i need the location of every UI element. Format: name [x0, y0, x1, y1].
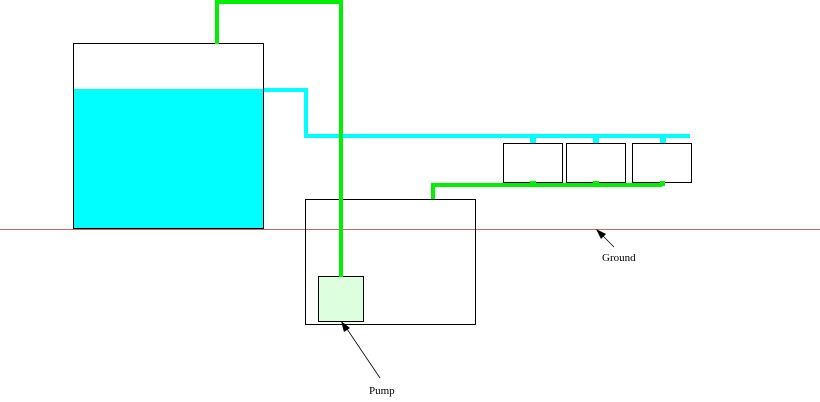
pump-arrow-head [341, 321, 350, 332]
return-pipe [215, 0, 343, 277]
drain-drop-3 [660, 181, 665, 186]
supply-pipe [264, 88, 690, 138]
storage-tank [73, 43, 264, 229]
grow-bed-2 [566, 143, 626, 183]
ground-label: Ground [602, 252, 636, 264]
pump-arrow-line [344, 325, 381, 379]
tank-water [73, 89, 264, 228]
drain-drop-2 [593, 181, 599, 186]
drain-pipe [431, 183, 662, 199]
pump-label: Pump [369, 385, 395, 397]
supply-drop-2 [593, 136, 599, 144]
pump-reservoir [305, 199, 476, 325]
ground-arrow-head [596, 229, 606, 239]
drain-drop-1 [530, 181, 536, 186]
grow-bed-1 [503, 143, 563, 183]
pump [318, 276, 364, 322]
grow-bed-3 [632, 143, 692, 183]
supply-drop-3 [660, 136, 666, 144]
supply-drop-1 [530, 136, 536, 144]
